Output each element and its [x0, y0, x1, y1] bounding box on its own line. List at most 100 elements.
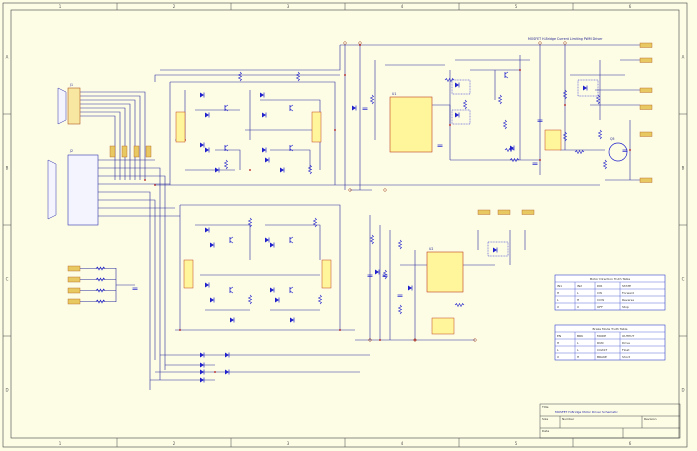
diode: [200, 362, 204, 368]
connector-j2[interactable]: [67, 154, 99, 226]
gate-driver-2[interactable]: [311, 111, 322, 143]
table-cell: BRAKE: [597, 355, 607, 359]
diode: [270, 242, 274, 248]
input-port: [67, 287, 81, 294]
transistor-collector: [289, 144, 294, 148]
diode: [205, 147, 209, 153]
gate-driver-4[interactable]: [321, 259, 332, 289]
resistor: [247, 294, 253, 305]
diode: [210, 242, 214, 248]
junction: [414, 339, 416, 341]
wires: [80, 44, 640, 390]
transistor-collector: [504, 71, 509, 75]
transistor-q5[interactable]: [608, 142, 628, 162]
resistor: [497, 94, 503, 105]
resistor: [369, 94, 375, 105]
table-cell: H: [557, 341, 559, 345]
table-header: EN: [557, 334, 561, 338]
transistor-emitter: [289, 148, 294, 152]
diode: [352, 105, 356, 111]
junction: [449, 124, 451, 126]
optocoupler-u3[interactable]: [544, 129, 562, 151]
power-symbol: [413, 338, 417, 342]
net-port: [639, 131, 653, 137]
diode: [200, 369, 204, 375]
table-cell: X: [557, 355, 559, 359]
table-cell: Stop: [622, 305, 629, 309]
resistor: [237, 71, 243, 82]
resistor: [444, 77, 455, 83]
zone-label-right: D: [681, 388, 684, 393]
wire: [98, 167, 161, 380]
wire: [154, 74, 340, 82]
resistor: [95, 288, 106, 293]
table-cell: H: [577, 298, 579, 302]
table-cell: Float: [622, 348, 630, 352]
zone-label-bottom: 2: [173, 441, 176, 446]
resistor: [462, 99, 468, 110]
transistor-collector: [289, 104, 294, 108]
zone-label-bottom: 1: [59, 441, 62, 446]
diode: [265, 237, 269, 243]
junction: [344, 74, 346, 76]
wire: [80, 111, 121, 180]
table-cell: OFF: [597, 305, 603, 309]
net-port: [639, 87, 653, 93]
diode: [200, 142, 204, 148]
zone-label-bottom: 6: [629, 441, 632, 446]
revision-label: Revision: [644, 417, 657, 421]
table-header: MODE: [597, 334, 606, 338]
resistor: [369, 234, 375, 245]
junction: [144, 179, 146, 181]
table-title: Motor Direction Truth Table: [590, 277, 631, 281]
zone-label-top: 3: [287, 4, 290, 9]
diode: [262, 112, 266, 118]
connector-j1[interactable]: [67, 87, 81, 125]
zone-label-top: 2: [173, 4, 176, 9]
power-symbol: [563, 41, 567, 45]
ic-u1[interactable]: [389, 96, 433, 153]
transistor-emitter: [289, 108, 294, 112]
wire: [265, 224, 321, 260]
top-note: MOSFET H-Bridge Current Limiting PWM Dri…: [528, 37, 603, 41]
wire: [98, 191, 151, 390]
ic-u2[interactable]: [426, 251, 464, 293]
fuse: [121, 145, 128, 158]
zone-label-top: 1: [59, 4, 62, 9]
gate-driver-1[interactable]: [175, 111, 186, 143]
resistor: [317, 294, 323, 305]
wire: [170, 81, 336, 185]
resistor: [307, 164, 313, 175]
junction: [179, 329, 181, 331]
table-header: STATE: [622, 284, 631, 288]
net-port: [521, 209, 535, 215]
wire: [98, 175, 166, 370]
diode: [205, 282, 209, 288]
transistor-emitter: [224, 108, 229, 112]
table-header: BRK: [577, 334, 584, 338]
resistor: [95, 266, 106, 271]
resistor: [382, 269, 388, 280]
transistor-collector: [224, 144, 229, 148]
diode: [230, 317, 234, 323]
connector-j2-shell: [47, 159, 57, 220]
wire: [160, 45, 341, 71]
gate-driver-3[interactable]: [183, 259, 194, 289]
fuse: [133, 145, 140, 158]
wire: [432, 104, 451, 160]
power-symbol: [358, 41, 362, 45]
resistor: [595, 94, 601, 105]
zone-label-right: C: [682, 277, 685, 282]
zone-label-left: B: [6, 166, 9, 171]
wire: [98, 199, 156, 360]
resistor: [502, 119, 508, 130]
diode: [583, 85, 587, 91]
wire: [80, 103, 131, 180]
diode: [375, 269, 379, 275]
diode: [275, 297, 279, 303]
power-symbol: [368, 338, 372, 342]
input-port: [67, 276, 81, 283]
table-header: IN2: [577, 284, 582, 288]
resistor: [509, 157, 520, 163]
regulator-u4[interactable]: [431, 317, 455, 335]
